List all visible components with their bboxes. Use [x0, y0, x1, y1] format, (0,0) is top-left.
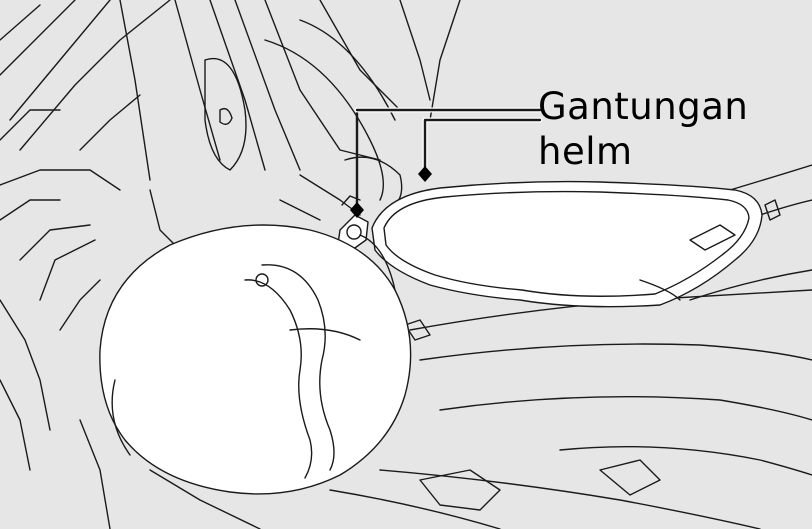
helmet-holder-callout-label: Gantungan helm [538, 84, 748, 174]
callout-label-line-1: Gantungan [538, 84, 748, 129]
open-seat [372, 182, 762, 307]
callout-marker-2 [418, 166, 432, 182]
callout-label-line-2: helm [538, 129, 748, 174]
callout-marker-1 [350, 202, 364, 218]
helmet [100, 225, 411, 494]
